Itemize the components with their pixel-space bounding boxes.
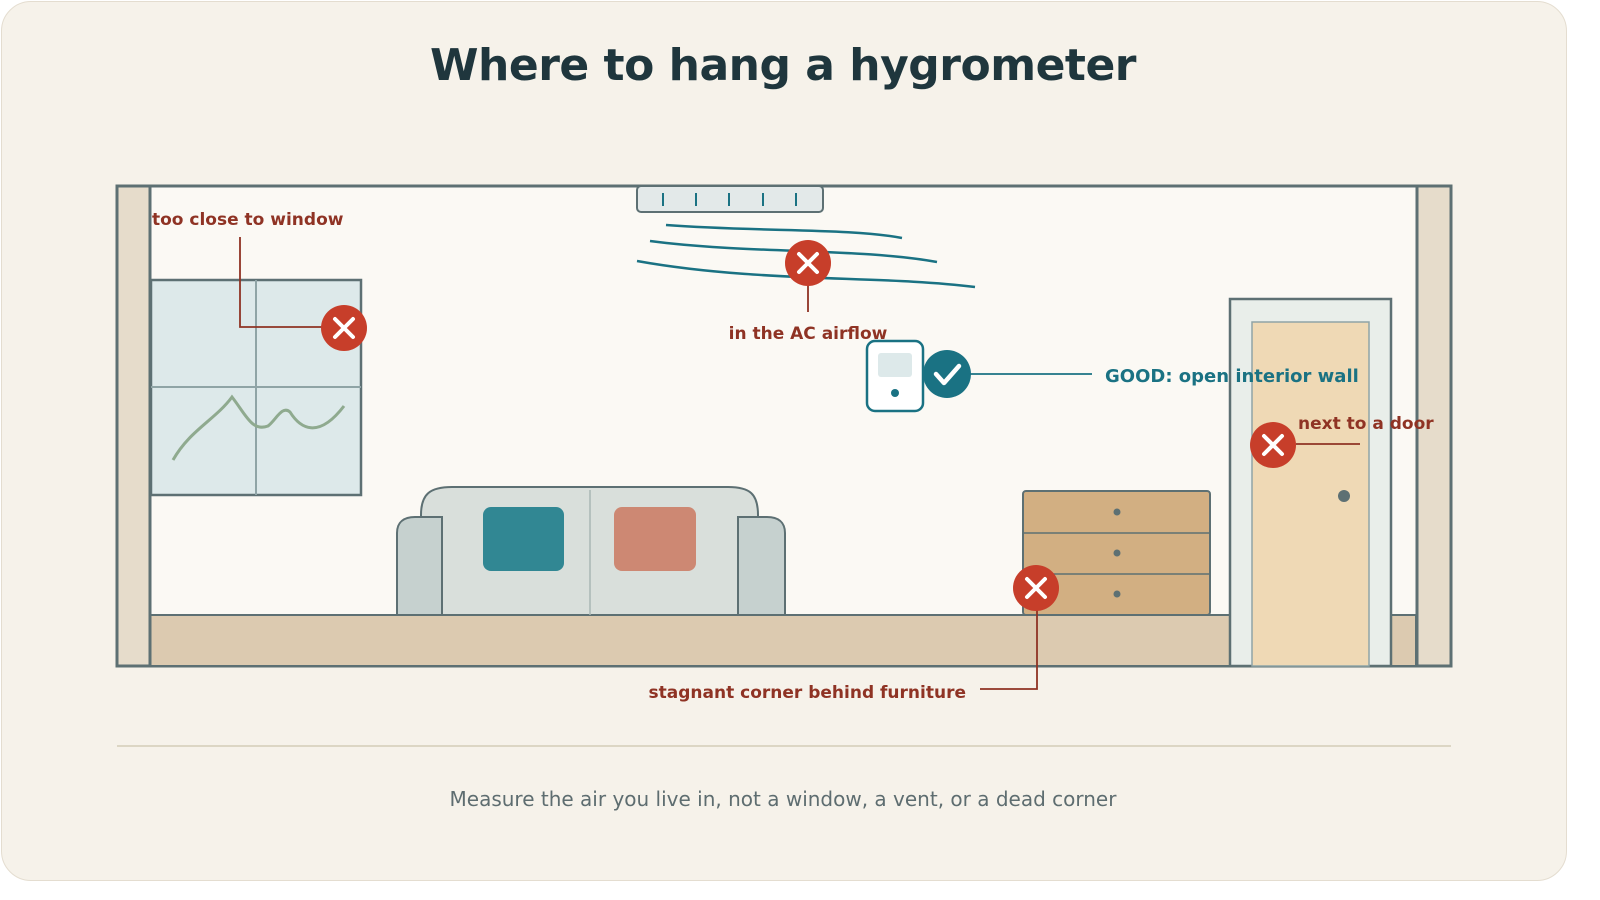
right-wall-section: [1415, 184, 1453, 668]
door-knob: [1338, 490, 1350, 502]
sofa: [396, 486, 786, 616]
floor: [149, 614, 1417, 667]
hygrometer-device: [865, 339, 925, 413]
check-mark-icon: [923, 350, 971, 398]
window-mountain-view: [171, 394, 346, 461]
page-title: Where to hang a hygrometer: [430, 40, 1137, 91]
label-too-close-to-window: too close to window: [152, 210, 344, 230]
x-mark-icon: [1250, 422, 1296, 468]
left-wall-section: [115, 184, 152, 668]
leader-lines: [239, 237, 1360, 690]
door: [1228, 297, 1393, 668]
x-mark-icon: [321, 305, 367, 351]
label-next-to-door: next to a door: [1298, 414, 1434, 434]
label-in-ac-airflow: in the AC airflow: [729, 324, 888, 344]
label-good-interior-wall: GOOD: open interior wall: [1105, 366, 1359, 387]
teal-cushion: [483, 507, 564, 571]
x-mark-icon: [1013, 565, 1059, 611]
terracotta-cushion: [614, 507, 696, 571]
page-subtitle: Measure the air you live in, not a windo…: [449, 787, 1117, 811]
label-stagnant-corner: stagnant corner behind furniture: [649, 683, 966, 703]
x-mark-icon: [785, 240, 831, 286]
ac-unit: [636, 185, 824, 213]
